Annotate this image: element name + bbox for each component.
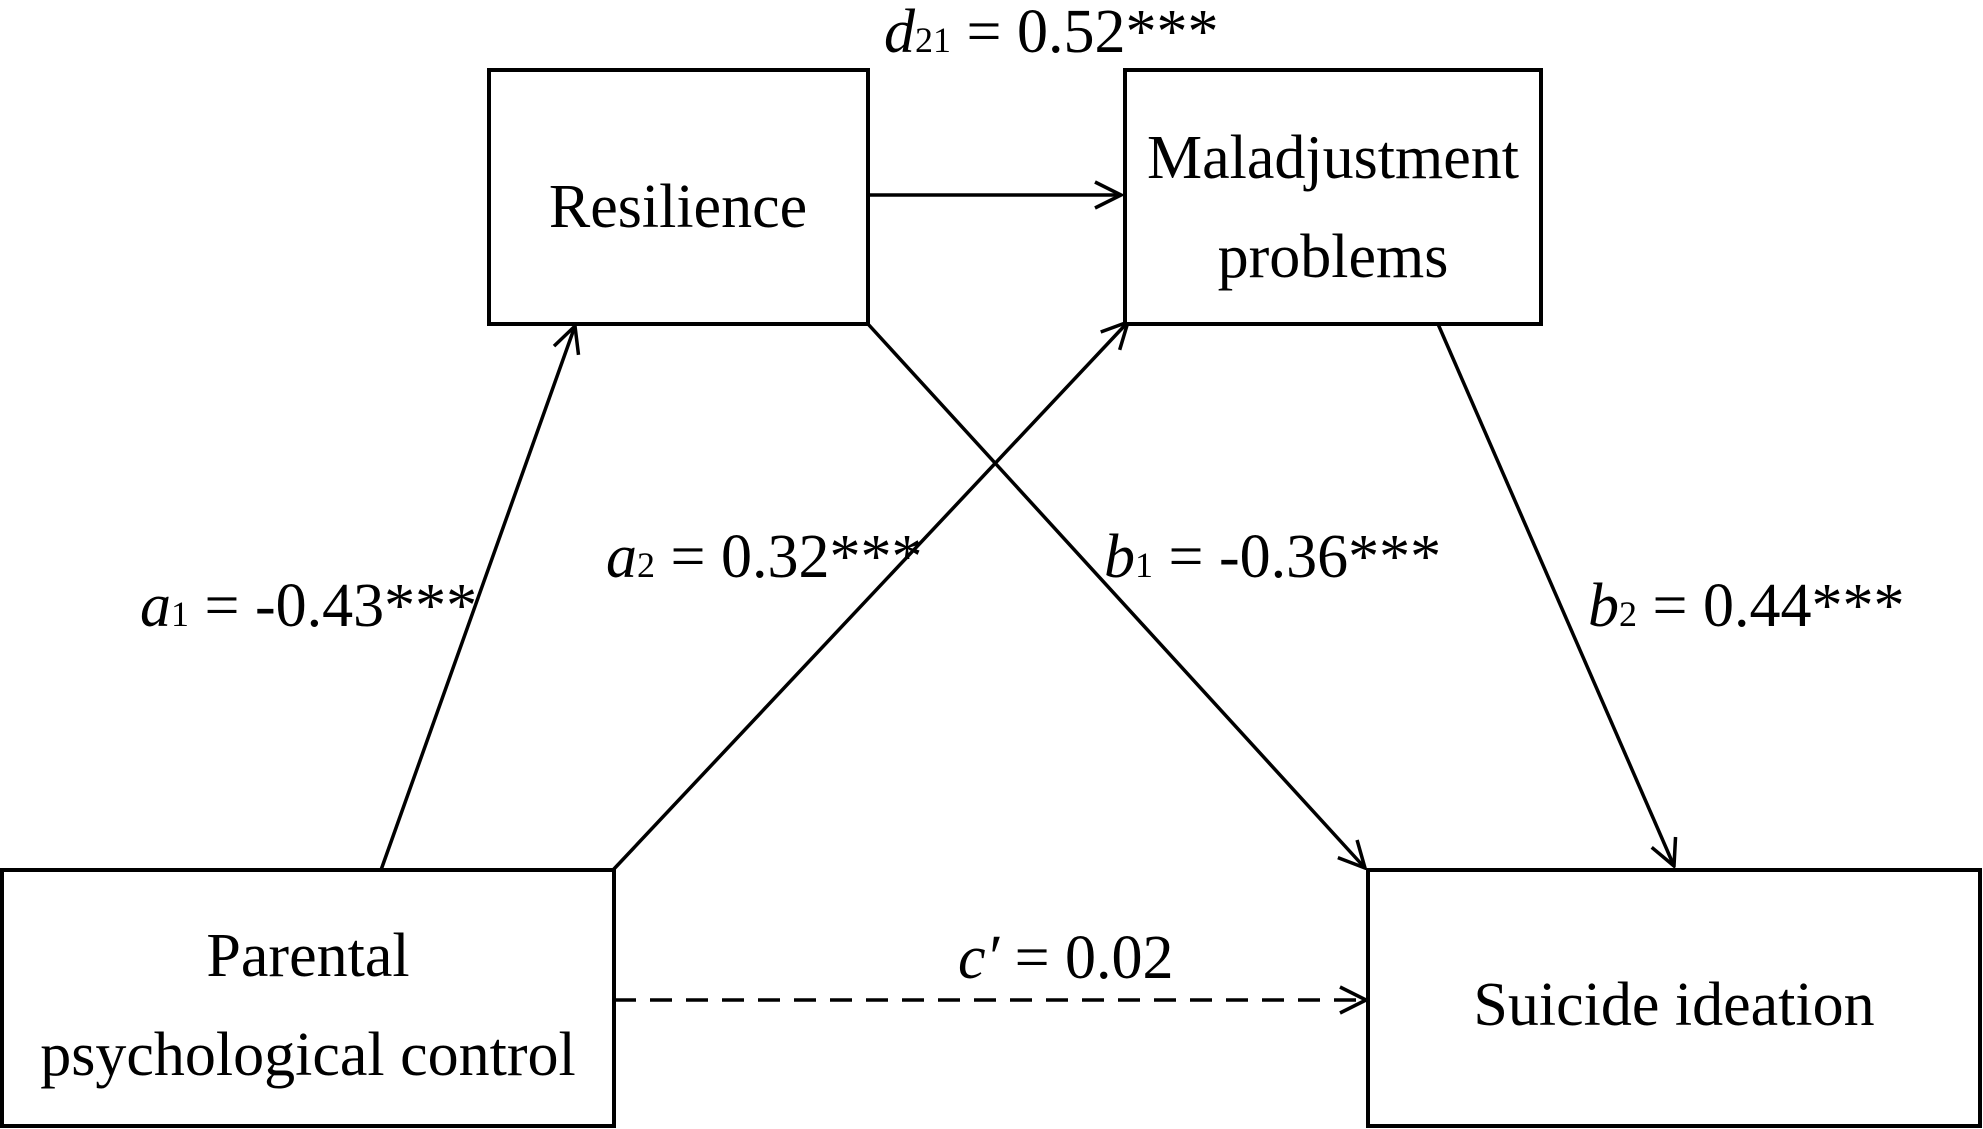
coefficient-a1-label: a1 = -0.43*** (140, 572, 477, 640)
coefficient-symbol: a (606, 523, 637, 591)
coefficient-value: = 0.02 (999, 924, 1173, 992)
path-b2-arrow (1436, 323, 1674, 866)
node-suicide-ideation-label: Suicide ideation (1473, 971, 1874, 1039)
node-resilience-label: Resilience (549, 173, 807, 241)
coefficient-c-prime-label: c′ = 0.02 (958, 924, 1174, 992)
coefficient-subscript: 2 (1619, 594, 1637, 634)
coefficient-subscript: 21 (915, 20, 951, 60)
coefficient-subscript: 1 (171, 594, 189, 634)
coefficient-a2-label: a2 = 0.32*** (606, 523, 922, 591)
coefficient-d21-label: d21 = 0.52*** (884, 0, 1218, 66)
coefficient-symbol: b (1104, 523, 1135, 591)
node-maladjustment-label: problems (1218, 223, 1449, 291)
path-a2-arrow (611, 322, 1128, 872)
coefficient-b1-label: b1 = -0.36*** (1104, 523, 1441, 591)
coefficient-symbol: a (140, 572, 171, 640)
coefficient-symbol: b (1588, 572, 1619, 640)
coefficient-subscript: 2 (637, 545, 655, 585)
coefficient-value: = 0.44*** (1637, 572, 1904, 640)
coefficient-value: = 0.52*** (951, 0, 1218, 66)
coefficient-symbol: d (884, 0, 916, 66)
coefficient-subscript: 1 (1135, 545, 1153, 585)
path-a1-arrow (379, 326, 575, 871)
coefficient-b2-label: b2 = 0.44*** (1588, 572, 1904, 640)
node-parental-control-label: psychological control (40, 1021, 575, 1089)
node-parental-control-box (0, 868, 616, 1128)
node-resilience-box (487, 68, 870, 326)
node-suicide-ideation-box (1366, 868, 1982, 1128)
node-parental-control-label: Parental (206, 922, 409, 990)
coefficient-value: = 0.32*** (655, 523, 922, 591)
coefficient-value: = -0.36*** (1153, 523, 1441, 591)
node-maladjustment-box (1123, 68, 1543, 326)
coefficient-symbol: c′ (958, 924, 1001, 992)
coefficient-value: = -0.43*** (189, 572, 477, 640)
node-maladjustment-label: Maladjustment (1147, 124, 1519, 192)
path-b1-arrow (866, 322, 1365, 868)
